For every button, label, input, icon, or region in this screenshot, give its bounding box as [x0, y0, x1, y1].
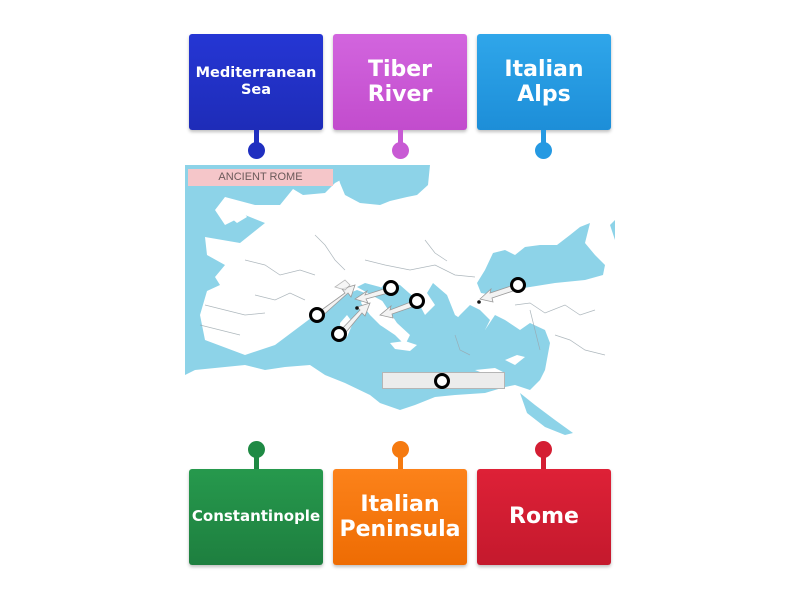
connector-dot[interactable] — [248, 441, 265, 458]
connector-stem — [254, 130, 259, 144]
connector-dot[interactable] — [392, 441, 409, 458]
hotspot-marker[interactable] — [309, 307, 325, 323]
label-text-line1: Mediterranean — [195, 65, 317, 82]
label-text-line1: Rome — [509, 504, 579, 530]
label-text-line2: Peninsula — [339, 517, 461, 542]
label-text-line2: Sea — [240, 82, 272, 98]
label-constantinople[interactable]: Constantinople — [189, 469, 323, 565]
connector-dot[interactable] — [248, 142, 265, 159]
hotspot-marker[interactable] — [409, 293, 425, 309]
label-text-line1: Italian — [360, 491, 440, 517]
label-text-line2: River — [367, 82, 433, 107]
label-text-line1: Constantinople — [191, 507, 321, 526]
map-graphic — [185, 165, 615, 435]
label-rome[interactable]: Rome — [477, 469, 611, 565]
ancient-rome-map: ANCIENT ROME — [185, 165, 615, 435]
connector-stem — [398, 455, 403, 469]
connector-stem — [541, 455, 546, 469]
label-tiber-river[interactable]: Tiber River — [333, 34, 467, 130]
connector-stem — [254, 455, 259, 469]
label-text-line2: Alps — [517, 82, 571, 107]
label-italian-alps[interactable]: Italian Alps — [477, 34, 611, 130]
connector-stem — [398, 130, 403, 144]
label-text-line1: Italian — [504, 56, 584, 82]
connector-dot[interactable] — [535, 441, 552, 458]
map-title: ANCIENT ROME — [188, 169, 333, 186]
label-text-line1: Tiber — [367, 56, 433, 82]
label-italian-peninsula[interactable]: Italian Peninsula — [333, 469, 467, 565]
hotspot-marker[interactable] — [510, 277, 526, 293]
label-mediterranean-sea[interactable]: Mediterranean Sea — [189, 34, 323, 130]
hotspot-marker[interactable] — [434, 373, 450, 389]
connector-dot[interactable] — [392, 142, 409, 159]
connector-stem — [541, 130, 546, 144]
hotspot-marker[interactable] — [383, 280, 399, 296]
connector-dot[interactable] — [535, 142, 552, 159]
hotspot-marker[interactable] — [331, 326, 347, 342]
